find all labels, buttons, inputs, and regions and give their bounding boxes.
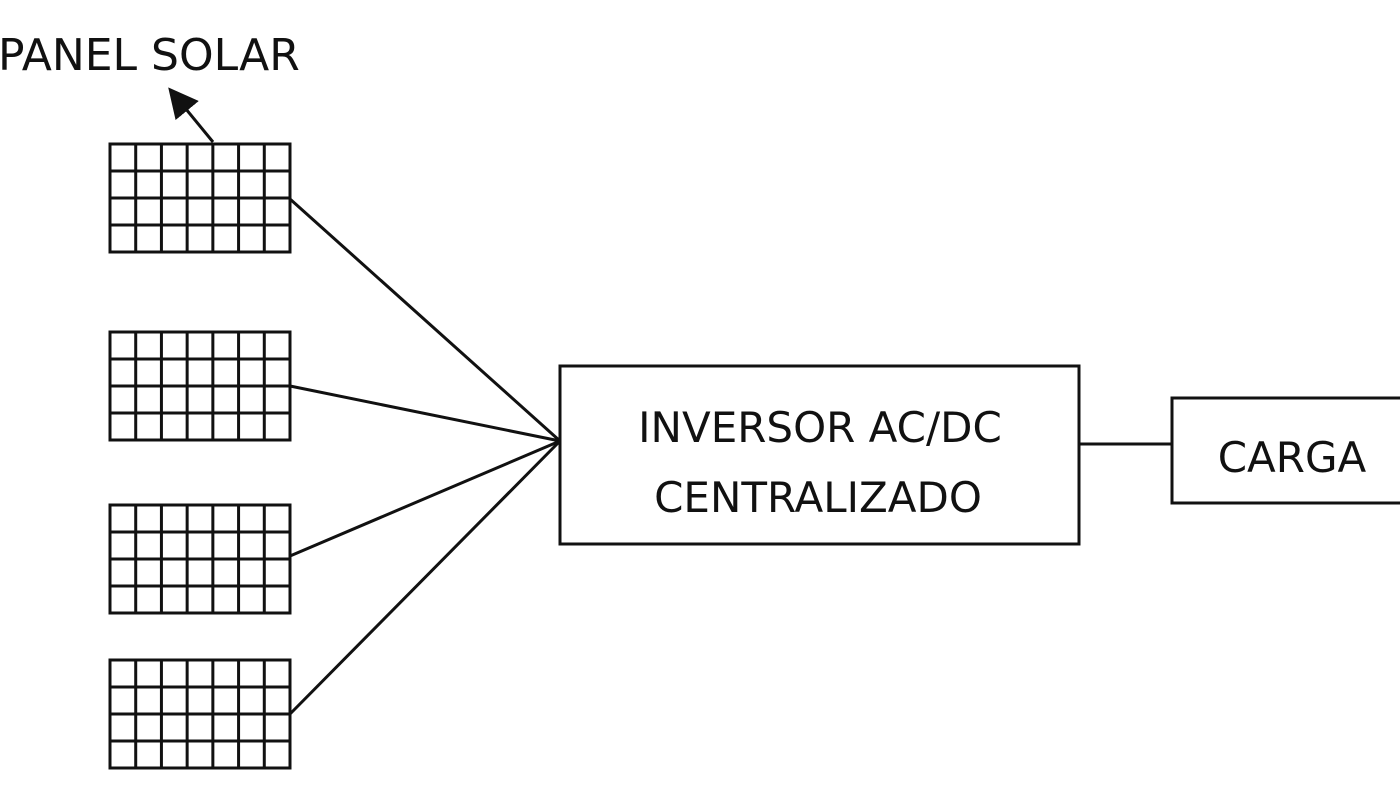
solar-panel-4 [108,658,292,770]
inverter-label-line1: INVERSOR AC/DC [638,403,1002,452]
connector-panel-4 [288,439,562,716]
load-label: CARGA [1218,433,1367,482]
solar-panel-3 [108,503,292,615]
connector-panel-3 [289,439,561,558]
label-pointer-arrow [168,87,215,143]
inverter-box [558,364,1081,546]
solar-panels-group [108,142,292,770]
panel-solar-label: PANEL SOLAR [0,30,300,81]
load-box [1170,396,1400,505]
solar-panel-2 [108,330,292,442]
solar-panel-1 [108,142,292,254]
connector-panel-2 [289,384,561,443]
inverter-block: INVERSOR AC/DC CENTRALIZADO [558,364,1081,546]
load-block: CARGA [1170,396,1400,505]
connector-panel-1 [288,197,562,443]
panel-connectors [288,197,562,716]
inverter-label-line2: CENTRALIZADO [654,473,982,522]
